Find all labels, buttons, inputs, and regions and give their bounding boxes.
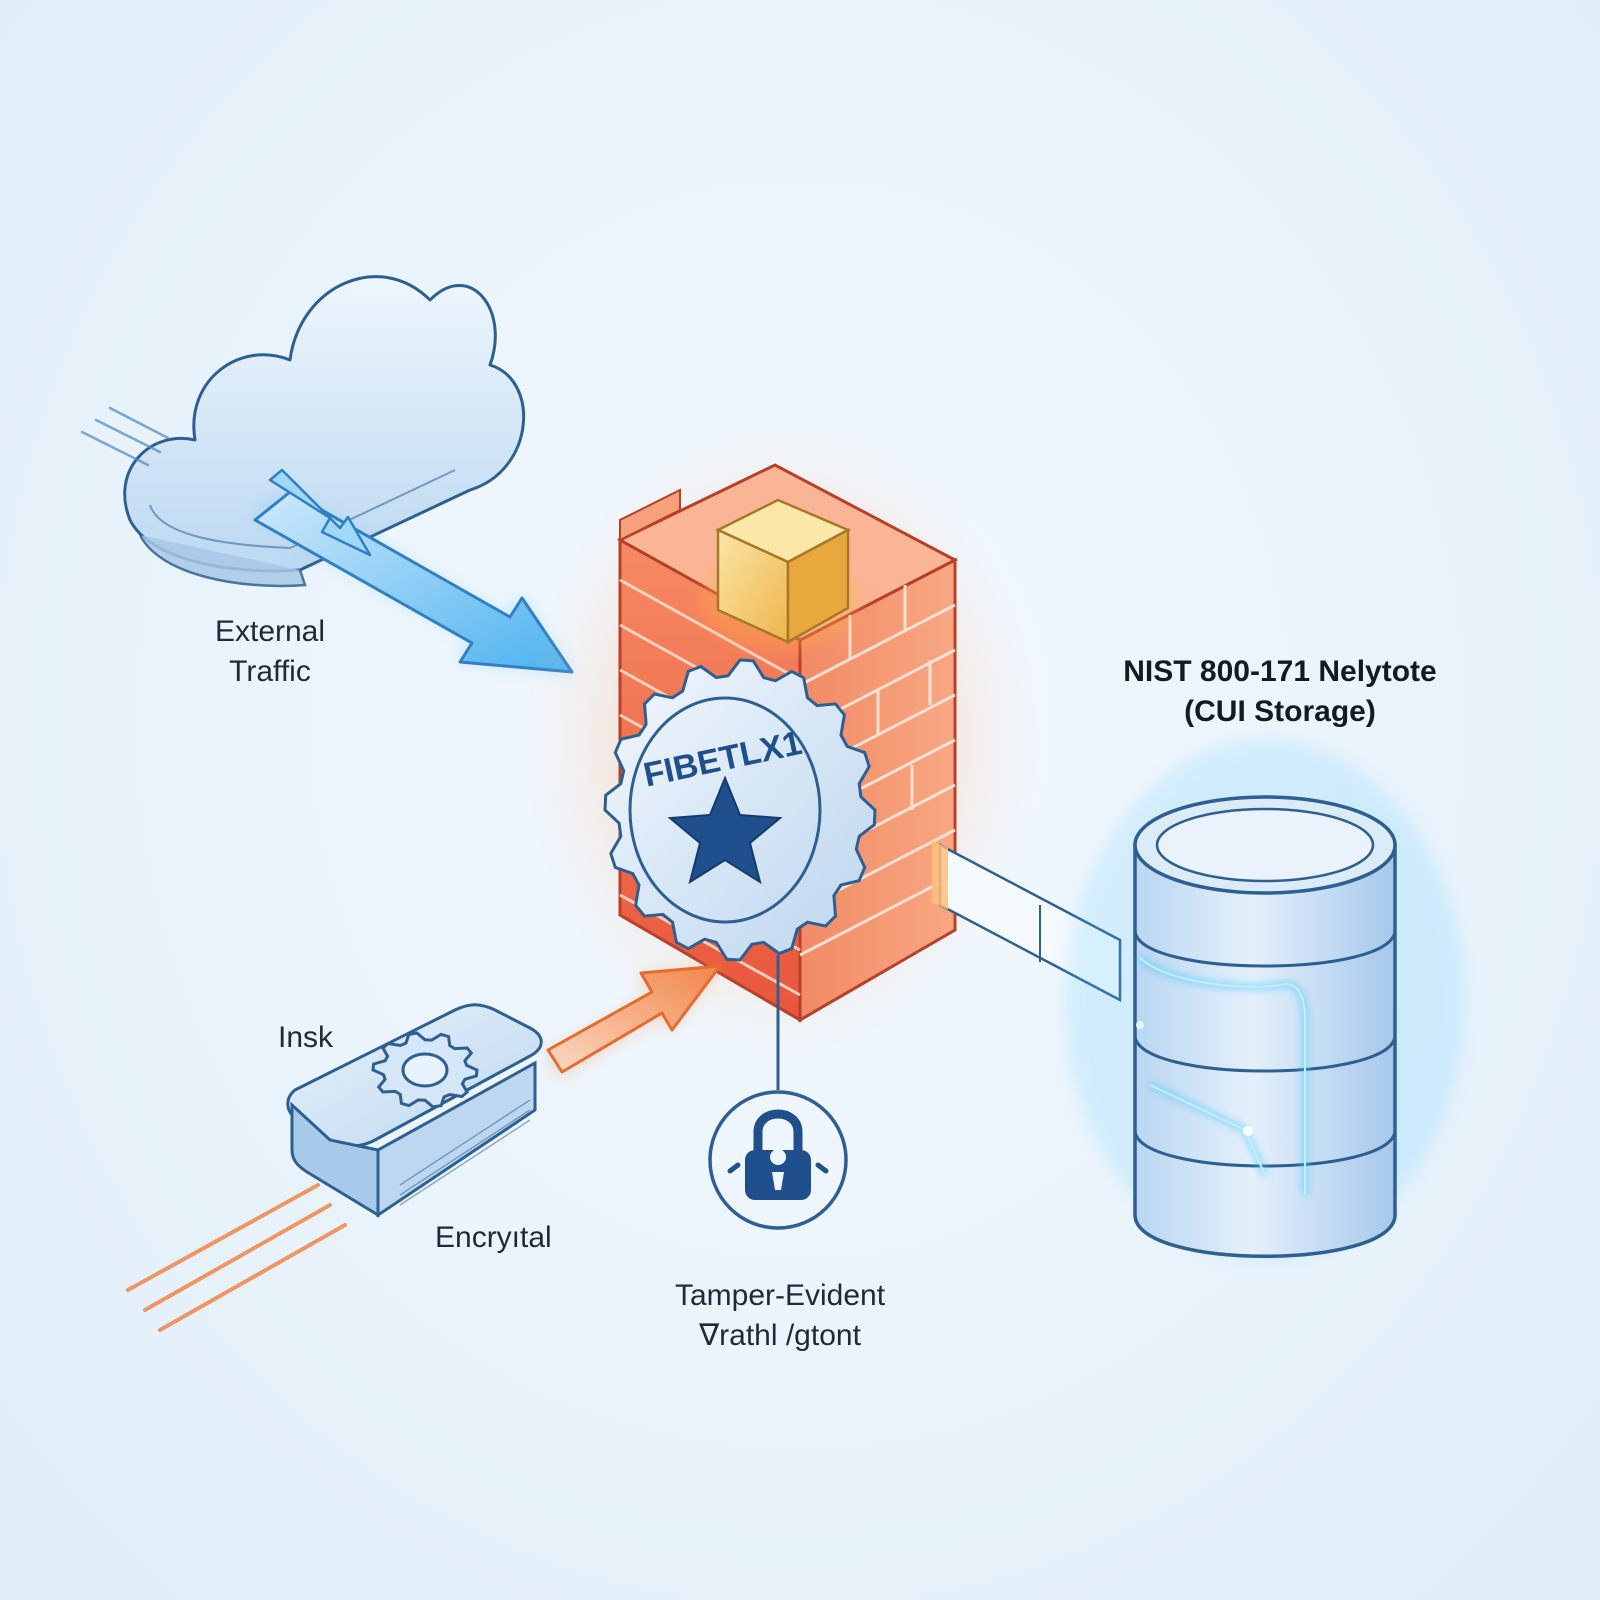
tamper-evident-label: Tamper-Evident ∇rathl /gtont — [630, 1276, 930, 1356]
star-icon — [667, 775, 783, 885]
storage-line1: NIST 800-171 Nelytote — [1123, 655, 1437, 688]
tamper-line2: ∇rathl /gtont — [699, 1319, 861, 1352]
database-cylinder-icon — [1065, 740, 1465, 1260]
tamper-line1: Tamper-Evident — [674, 1279, 886, 1312]
cube-icon — [700, 498, 860, 650]
padlock-icon — [708, 1090, 848, 1230]
encrypted-traffic-arrow — [126, 964, 722, 1332]
storage-label: NIST 800-171 Nelytote (CUI Storage) — [1080, 652, 1480, 732]
seal-gear-rim — [603, 658, 877, 962]
gear-module-icon — [286, 1003, 543, 1218]
external-traffic-line2: Traffic — [229, 655, 311, 688]
storage-line2: (CUI Storage) — [1184, 695, 1376, 728]
external-traffic-line1: External — [214, 615, 326, 648]
motion-lines — [80, 406, 170, 467]
external-traffic-label: External Traffic — [190, 612, 350, 692]
gear-seal-icon: FIBETLX1 — [603, 658, 877, 962]
external-traffic-arrow — [250, 468, 575, 675]
encrypital-label: Encryıtal — [435, 1221, 552, 1254]
cloud-icon — [123, 275, 526, 588]
insk-label: Insk — [278, 1021, 334, 1054]
